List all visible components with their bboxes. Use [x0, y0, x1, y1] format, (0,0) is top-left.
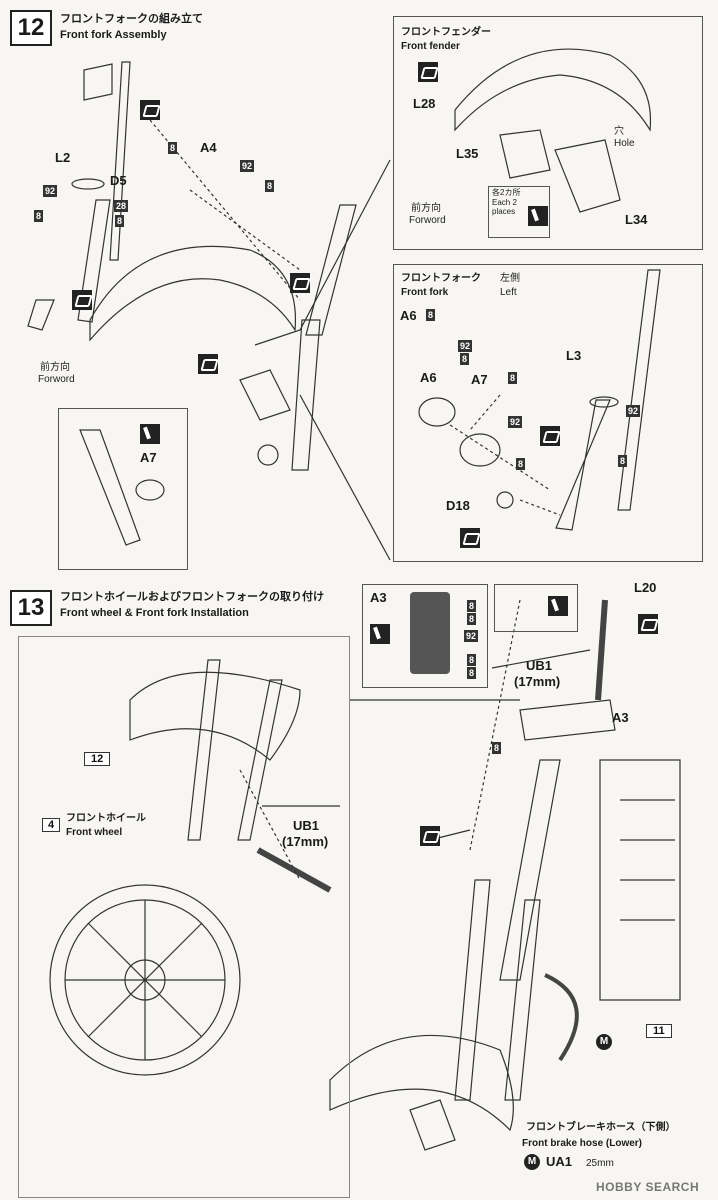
paint-code: 92 — [626, 405, 641, 417]
paint-code: 8 — [467, 654, 477, 666]
part-l20: L20 — [634, 580, 657, 595]
part-d18: D18 — [446, 498, 470, 513]
paint-code: 92 — [508, 416, 523, 428]
paint-icon — [528, 206, 548, 226]
part-a6: A6 — [420, 370, 437, 385]
hose-title-jp: フロントブレーキホース（下側） — [526, 1122, 676, 1133]
part-l28: L28 — [413, 96, 436, 111]
fender-forward-en: Forword — [409, 215, 446, 226]
step-13-left-panel — [18, 636, 350, 1198]
paint-code: 8 — [426, 309, 436, 321]
front-fender-panel — [393, 16, 703, 250]
ua1-m-marker: M — [524, 1154, 540, 1170]
part-a6: A6 — [400, 308, 417, 323]
glue-icon — [198, 354, 218, 374]
glue-icon — [540, 426, 560, 446]
step-13-title-jp: フロントホイールおよびフロントフォークの取り付け — [60, 591, 324, 603]
paint-code: 92 — [458, 340, 473, 352]
part-a4: A4 — [200, 140, 217, 155]
paint-code: 92 — [43, 185, 58, 197]
glue-icon — [638, 614, 658, 634]
fender-forward-jp: 前方向 — [411, 203, 441, 214]
step-12-title-en: Front fork Assembly — [60, 29, 167, 41]
fork-title-jp: フロントフォーク — [401, 273, 481, 284]
part-m-marker: M — [596, 1034, 612, 1050]
step-12-number: 12 — [10, 10, 52, 46]
forward-jp: 前方向 — [40, 362, 70, 373]
glue-icon — [290, 273, 310, 293]
fork-left-jp: 左側 — [500, 273, 520, 284]
part-a3-panel: A3 — [370, 590, 387, 605]
part-l34: L34 — [625, 212, 648, 227]
ub1-right-label: UB1 — [526, 658, 553, 673]
paint-code: 28 — [114, 200, 129, 212]
paint-icon — [548, 596, 568, 616]
paint-code: 8 — [516, 458, 526, 470]
paint-code: 8 — [168, 142, 178, 154]
watermark: HOBBY SEARCH — [596, 1180, 700, 1194]
fender-title-jp: フロントフェンダー — [401, 27, 491, 38]
a3-detail-panel — [362, 584, 488, 688]
each-jp: 各2カ所 — [492, 188, 521, 197]
front-fork-panel — [393, 264, 703, 562]
glue-icon — [140, 100, 160, 120]
each-en: Each 2 places — [492, 198, 517, 216]
ua1-size: 25mm — [586, 1158, 614, 1169]
paint-icon — [140, 424, 160, 444]
fender-title-en: Front fender — [401, 41, 460, 52]
fork-title-en: Front fork — [401, 287, 449, 298]
glue-icon — [460, 528, 480, 548]
paint-code: 8 — [467, 667, 477, 679]
step-12-title-jp: フロントフォークの組み立て — [60, 13, 203, 25]
paint-code: 8 — [467, 600, 477, 612]
ref-step-11: 11 — [646, 1024, 672, 1038]
ref-step-12: 12 — [84, 752, 111, 766]
step-13-number: 13 — [10, 590, 52, 626]
paint-code: 8 — [467, 613, 477, 625]
glue-icon — [72, 290, 92, 310]
part-a7: A7 — [140, 450, 157, 465]
forward-en: Forword — [38, 374, 75, 385]
paint-code: 8 — [492, 742, 502, 754]
each-places-box — [488, 186, 550, 238]
paint-code: 8 — [618, 455, 628, 467]
ub1-left-size: (17mm) — [282, 834, 329, 849]
hole-en: Hole — [614, 138, 635, 149]
part-a7: A7 — [471, 372, 488, 387]
front-wheel-en: Front wheel — [66, 827, 123, 838]
ref-part-4: 4 — [42, 818, 61, 832]
detail-a7-frame — [58, 408, 188, 570]
a3-bracket-shape — [410, 592, 450, 674]
front-wheel-jp: フロントホイール — [66, 813, 146, 824]
paint-code: 8 — [115, 215, 125, 227]
glue-icon — [420, 826, 440, 846]
part-d5: D5 — [110, 173, 127, 188]
ua1-label: UA1 — [546, 1154, 573, 1169]
hole-jp: 穴 — [614, 126, 624, 137]
glue-icon — [418, 62, 438, 82]
paint-code: 8 — [460, 353, 470, 365]
step-13-title-en: Front wheel & Front fork Installation — [60, 607, 249, 619]
hose-title-en: Front brake hose (Lower) — [522, 1138, 643, 1149]
part-l3: L3 — [566, 348, 582, 363]
part-l2: L2 — [55, 150, 71, 165]
paint-icon — [370, 624, 390, 644]
part-l35: L35 — [456, 146, 479, 161]
paint-code: 8 — [265, 180, 275, 192]
paint-code: 92 — [464, 630, 479, 642]
ub1-right-size: (17mm) — [514, 674, 561, 689]
paint-code: 8 — [508, 372, 518, 384]
paint-code: 8 — [34, 210, 44, 222]
ub1-left-label: UB1 — [293, 818, 320, 833]
fork-left-en: Left — [500, 287, 517, 298]
part-a3: A3 — [612, 710, 629, 725]
clamp-detail-panel — [494, 584, 578, 632]
paint-code: 92 — [240, 160, 255, 172]
